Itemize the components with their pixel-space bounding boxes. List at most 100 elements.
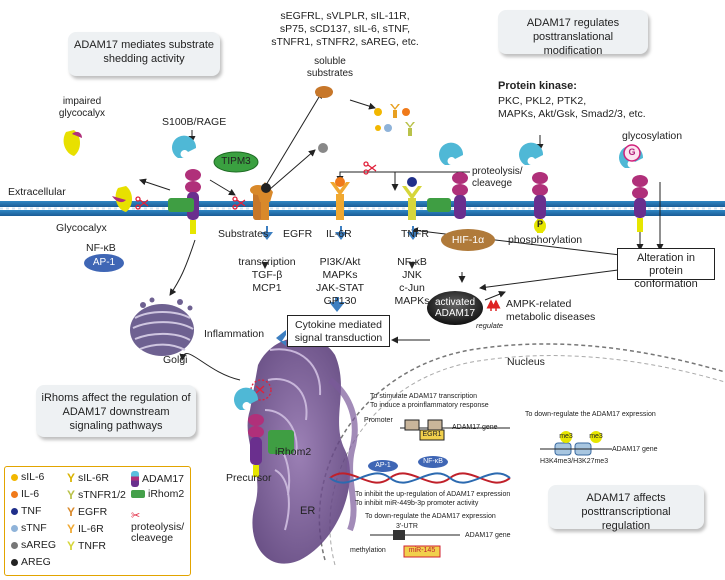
dot-icon — [11, 541, 18, 549]
egfr-pathway: transcription TGF-β MCP1 — [232, 256, 302, 295]
pathway-item: GP130 — [323, 295, 357, 307]
phosphate-icon — [534, 219, 546, 233]
adam17-precursor-icon — [234, 387, 264, 477]
soluble-list-line: sEGFRL, sVLPLR, sIL-11R, — [280, 10, 410, 22]
cytokine-line: Cytokine mediated — [295, 319, 382, 331]
pathway-item: MAPKs — [394, 295, 430, 307]
adam17-gene-label-2: ADAM17 gene — [612, 446, 658, 453]
down-regulate-text: To down-regulate the ADAM17 expression — [525, 411, 656, 418]
proteolysis-line: proteolysis/ — [472, 166, 523, 177]
cytokine-line: signal transduction — [294, 332, 383, 344]
irhom2-icon — [131, 490, 145, 499]
stimulate-text: To stimulate ADAM17 transcription To ind… — [370, 392, 489, 410]
il6r-receptor-icon — [330, 177, 350, 220]
me3-label-2: me3 — [589, 433, 603, 440]
legend-label: IL-6 — [21, 488, 40, 501]
proteolysis-label: proteolysis/ cleavege — [472, 166, 523, 190]
ampk-line: AMPK-related — [506, 298, 572, 310]
legend-label: iRhom2 — [148, 488, 185, 501]
pathway-item: MCP1 — [252, 282, 282, 294]
alteration-box: Alteration in protein conformation — [617, 248, 715, 290]
alteration-line: protein conformation — [634, 265, 698, 290]
legend-item: TNF — [11, 505, 41, 517]
utr-label: 3'-UTR — [396, 523, 418, 530]
phosphorylation-label: phosphorylation — [508, 234, 583, 246]
legend-item: ADAM17 — [131, 471, 184, 487]
il6r-label: IL-6R — [326, 228, 352, 240]
soluble-list: sEGFRL, sVLPLR, sIL-11R, sP75, sCD137, s… — [270, 10, 420, 49]
nucleus-label: Nucleus — [507, 356, 545, 368]
alteration-line: Alteration in — [636, 252, 696, 264]
egfr-label: EGFR — [283, 228, 313, 240]
golgi-icon — [130, 297, 194, 356]
nfkb-label: NF-κB — [86, 242, 116, 254]
legend-item: sIL-6 — [11, 471, 44, 483]
soluble-list-line: sP75, sCD137, sIL-6, sTNF, — [279, 23, 411, 35]
activated-line: activated — [434, 297, 476, 308]
substrates-label: Substrates — [218, 228, 269, 240]
legend-label: AREG — [21, 556, 51, 569]
kinase-title: Protein kinase: — [498, 80, 577, 92]
mir145-label: miR-145 — [408, 547, 436, 554]
pathway-item: transcription — [238, 256, 296, 268]
kinase-line: MAPKs, Akt/Gsk, Smad2/3, etc. — [498, 108, 646, 120]
activated-adam17-label: activated ADAM17 — [427, 297, 483, 319]
er-label: ER — [300, 505, 316, 517]
legend-label: sTNF — [21, 522, 47, 535]
soluble-substrates-icon — [315, 86, 415, 153]
shedding-box: ADAM17 mediates substrate shedding activ… — [68, 32, 220, 76]
il6r-pathway: PI3K/Akt MAPKs JAK-STAT GP130 — [307, 256, 373, 308]
dna-helix — [329, 472, 511, 484]
dot-icon — [11, 507, 18, 515]
inhibit-line: To inhibit miR-449b-3p promoter activity — [355, 500, 479, 507]
ampk-label: AMPK-related metabolic diseases — [506, 298, 595, 324]
y-receptor-icon: Y — [67, 522, 76, 536]
inflammation-label: Inflammation — [204, 328, 265, 340]
histone-label: H3K4me3/H3K27me3 — [540, 458, 609, 465]
legend-label: IL-6R — [78, 523, 104, 535]
proteolysis-line: cleavege — [472, 178, 513, 189]
er-icon — [247, 337, 358, 564]
legend-label: proteolysis/ cleavege — [131, 521, 185, 544]
glycocalyx-label: Glycocalyx — [56, 222, 107, 234]
histone-diagram — [540, 431, 612, 456]
cytokine-box: Cytokine mediated signal transduction — [287, 315, 390, 347]
inhibit-text: To inhibit the up-regulation of ADAM17 e… — [355, 490, 510, 508]
ptr-label: ADAM17 affects posttranscriptional regul… — [581, 492, 671, 532]
inhibit-line: To inhibit the up-regulation of ADAM17 e… — [355, 491, 511, 498]
timp3-badge — [213, 151, 259, 173]
egfr-icon: Y — [67, 505, 76, 519]
glycocalyx-icon — [63, 130, 132, 212]
hif-badge — [441, 229, 495, 251]
utr-diagram — [370, 530, 460, 558]
legend-item: sTNF — [11, 522, 47, 534]
scissors-icon: ✂ — [131, 510, 141, 522]
ptr-box: ADAM17 affects posttranscriptional regul… — [548, 485, 704, 532]
legend-item: ✂proteolysis/ cleavege — [131, 509, 190, 544]
hif-label: HIF-1α — [451, 234, 485, 246]
legend-label: ADAM17 — [142, 473, 185, 485]
dot-icon — [11, 558, 18, 566]
soluble-label-line: substrates — [306, 68, 354, 79]
egr1-promoter-diagram — [400, 419, 510, 441]
nucleus-envelope — [318, 343, 725, 561]
dot-icon — [11, 473, 18, 481]
tnfr-icon: Y — [67, 539, 76, 553]
glycosylation-label: glycosylation — [622, 130, 683, 142]
legend-label: TNF — [21, 505, 42, 518]
soluble-label: soluble substrates — [300, 56, 360, 80]
ap1-dna-label: AP-1 — [375, 462, 391, 469]
legend-label: TNFR — [78, 540, 107, 552]
ptm-label: ADAM17 regulates posttranslational modif… — [526, 17, 620, 57]
me3-label-1: me3 — [559, 433, 573, 440]
ampk-line: metabolic diseases — [506, 311, 596, 323]
soluble-list-line: sTNFR1, sTNFR2, sAREG, etc. — [271, 36, 419, 48]
legend-item: iRhom2 — [131, 488, 184, 500]
legend-label: EGFR — [78, 506, 108, 518]
adam17-gene-label: ADAM17 gene — [452, 424, 498, 431]
stimulate-line: To stimulate ADAM17 transcription — [370, 393, 477, 400]
golgi-label: Golgi — [163, 354, 188, 366]
activated-line: ADAM17 — [434, 308, 475, 319]
